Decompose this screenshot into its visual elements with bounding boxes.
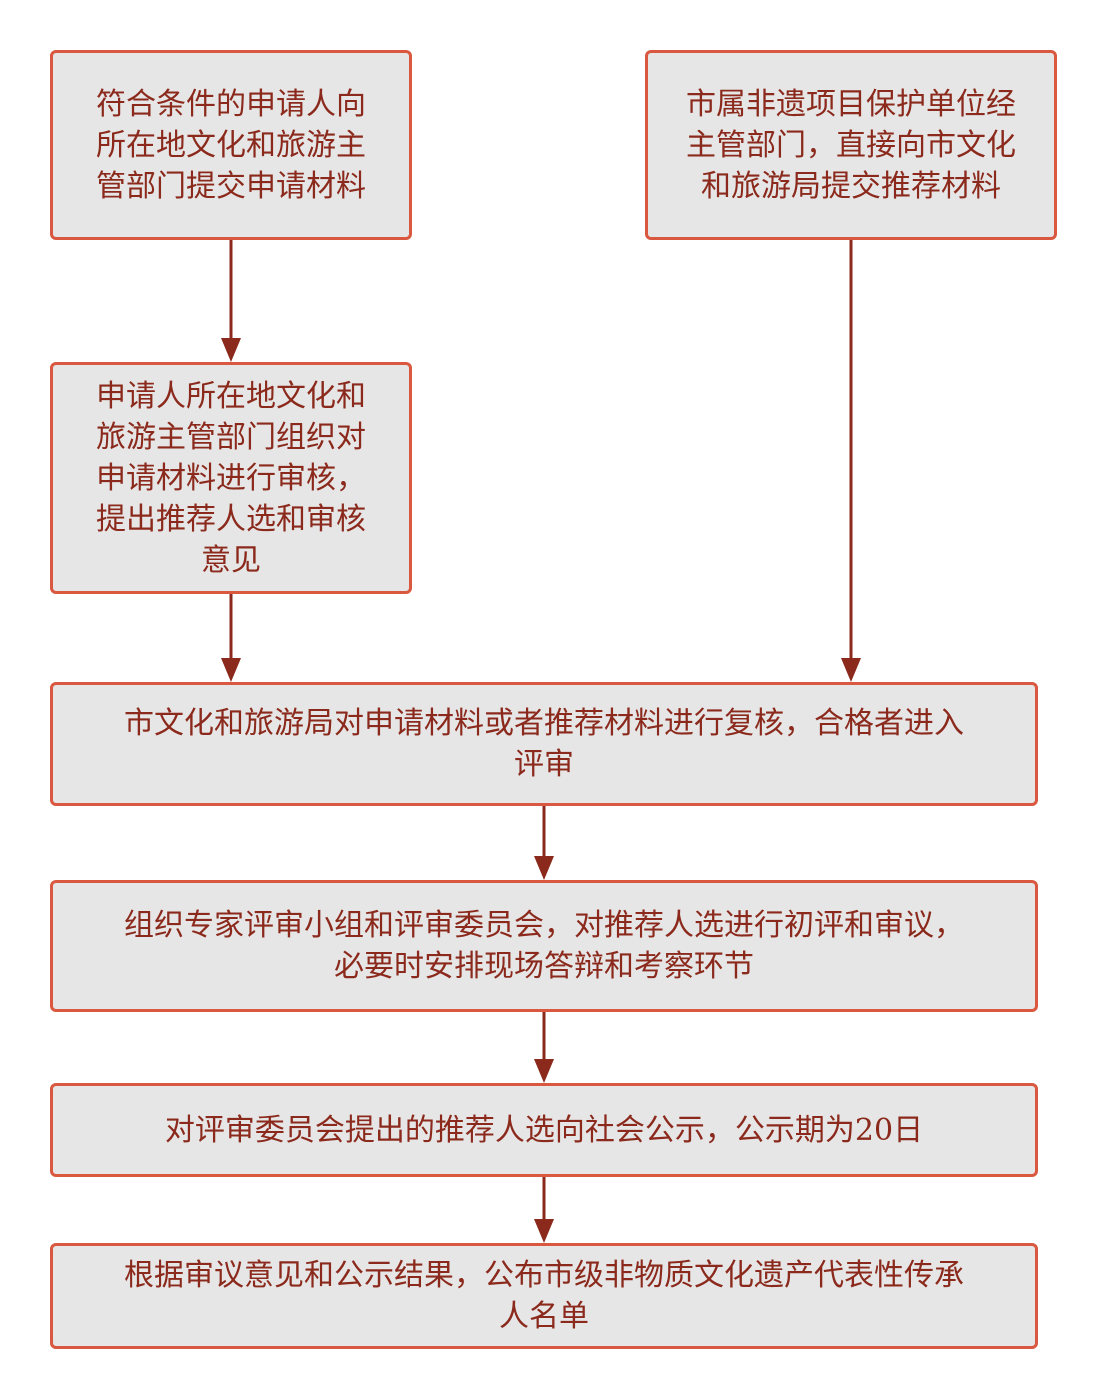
step-publicity-box: 对评审委员会提出的推荐人选向社会公示，公示期为20日 (50, 1083, 1038, 1177)
arrowhead-local-review-to-recheck (221, 658, 241, 682)
step-apply-box: 符合条件的申请人向 所在地文化和旅游主 管部门提交申请材料 (50, 50, 412, 240)
step-publish-text: 根据审议意见和公示结果，公布市级非物质文化遗产代表性传承 人名单 (124, 1258, 964, 1334)
arrowhead-publicity-to-publish (534, 1219, 554, 1243)
step-city-unit-text: 市属非遗项目保护单位经 主管部门，直接向市文化 和旅游局提交推荐材料 (686, 86, 1016, 204)
step-expert-review-text: 组织专家评审小组和评审委员会，对推荐人选进行初评和审议， 必要时安排现场答辩和考… (124, 908, 964, 984)
step-apply-text: 符合条件的申请人向 所在地文化和旅游主 管部门提交申请材料 (96, 86, 366, 204)
step-local-review-text: 申请人所在地文化和 旅游主管部门组织对 申请材料进行审核， 提出推荐人选和审核 … (96, 378, 366, 578)
step-expert-review-box: 组织专家评审小组和评审委员会，对推荐人选进行初评和审议， 必要时安排现场答辩和考… (50, 880, 1038, 1012)
step-local-review-box: 申请人所在地文化和 旅游主管部门组织对 申请材料进行审核， 提出推荐人选和审核 … (50, 362, 412, 594)
arrowhead-apply-to-local-review (221, 338, 241, 362)
step-city-recheck-box: 市文化和旅游局对申请材料或者推荐材料进行复核，合格者进入 评审 (50, 682, 1038, 806)
arrowhead-expert-review-to-publicity (534, 1059, 554, 1083)
arrowhead-recheck-to-expert-review (534, 856, 554, 880)
arrowhead-city-unit-to-recheck (841, 658, 861, 682)
step-publicity-text: 对评审委员会提出的推荐人选向社会公示，公示期为20日 (164, 1112, 924, 1148)
step-city-unit-box: 市属非遗项目保护单位经 主管部门，直接向市文化 和旅游局提交推荐材料 (645, 50, 1057, 240)
step-publish-box: 根据审议意见和公示结果，公布市级非物质文化遗产代表性传承 人名单 (50, 1243, 1038, 1349)
step-city-recheck-text: 市文化和旅游局对申请材料或者推荐材料进行复核，合格者进入 评审 (124, 706, 964, 782)
